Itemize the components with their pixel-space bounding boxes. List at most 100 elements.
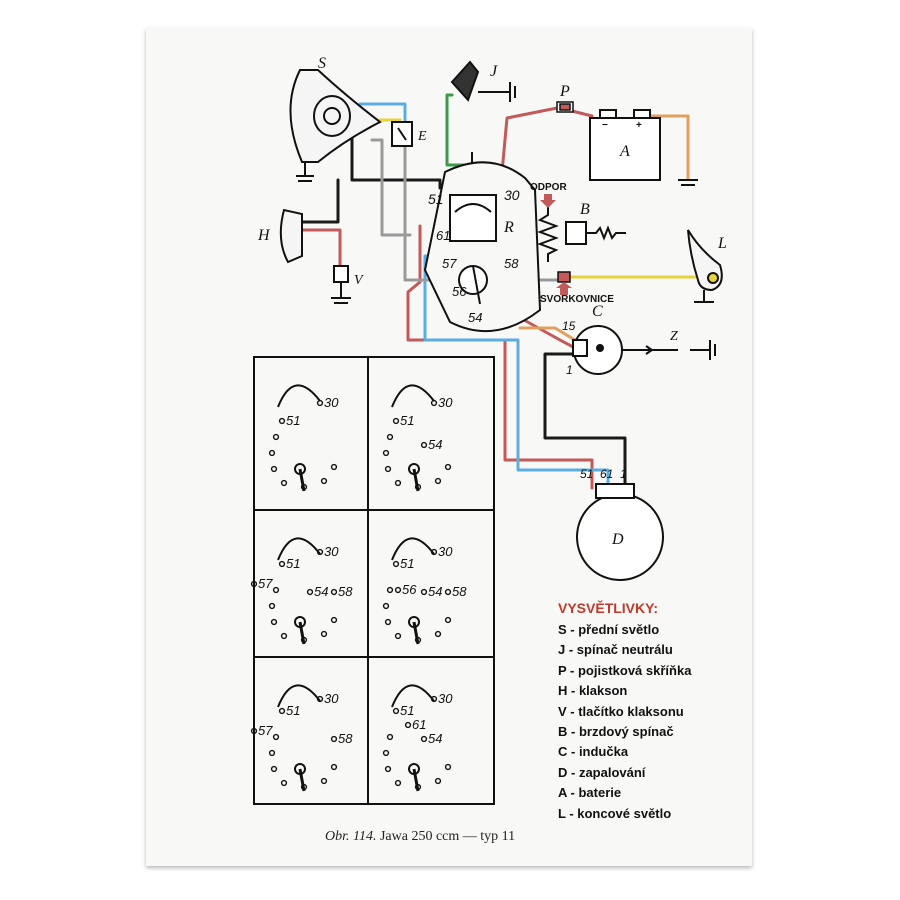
switch-contact-arc [391, 537, 435, 561]
contact-dot [420, 588, 428, 596]
wire-black-horn [298, 178, 340, 224]
switch-contact-arc [277, 684, 321, 708]
reg-terminal-30: 30 [504, 187, 520, 203]
contact-dot [386, 433, 394, 441]
wire-green-neutral [445, 93, 472, 167]
contact-dot [272, 586, 280, 594]
figure-caption: Obr. 114. Jawa 250 ccm — typ 11 [325, 829, 515, 845]
switch-panel-label: 51 [286, 413, 300, 428]
coil-terminal-1: 1 [566, 363, 573, 377]
wire-red-horn [298, 228, 342, 270]
contact-dot [278, 560, 286, 568]
wire-blue-distributor [423, 254, 610, 490]
legend-item: A - baterie [558, 785, 622, 801]
contact-dot [268, 749, 276, 757]
switch-panel-label: 58 [338, 731, 353, 746]
contact-dot [434, 630, 442, 638]
contact-dot [386, 733, 394, 741]
wire-black-headlight [350, 112, 442, 190]
legend: VYSVĚTLIVKY: S - přední světlo J - spína… [558, 600, 748, 824]
contact-dot [434, 477, 442, 485]
dist-terminal-51: 51 [580, 467, 593, 481]
switch-panel-label: 54 [428, 584, 442, 599]
switch-panel-label: 30 [324, 691, 339, 706]
switch-lever [412, 468, 420, 492]
contact-dot [306, 588, 314, 596]
battery [589, 109, 661, 181]
contact-dot [434, 777, 442, 785]
contact-dot [394, 479, 402, 487]
battery-minus: − [602, 120, 608, 131]
wire-blue-headlight [358, 102, 407, 122]
reg-terminal-58: 58 [504, 256, 519, 271]
contact-dot [270, 465, 278, 473]
legend-item: S - přední světlo [558, 622, 660, 637]
contact-dot [270, 618, 278, 626]
contact-dot [420, 441, 428, 449]
switch-lever [298, 468, 306, 492]
reg-terminal-61: 61 [436, 228, 450, 243]
legend-item: H - klakson [558, 683, 628, 699]
contact-dot [330, 588, 338, 596]
switch-contact-arc [277, 537, 321, 561]
contact-dot [272, 733, 280, 741]
contact-dot [278, 707, 286, 715]
switch-lever [298, 768, 306, 792]
switch-lever [412, 768, 420, 792]
switch-panel-label: 57 [258, 576, 273, 591]
legend-item: C - indučka [558, 744, 629, 760]
battery-plus: + [636, 120, 642, 131]
contact-dot [320, 477, 328, 485]
switch-panel-label: 30 [438, 544, 453, 559]
switch-panel-label: 30 [438, 691, 453, 706]
switch-contact-arc [277, 384, 321, 408]
label-R: R [503, 219, 514, 236]
contact-dot [392, 560, 400, 568]
reg-terminal-57: 57 [442, 256, 457, 271]
contact-dot [394, 586, 402, 594]
switch-contact-arc [391, 684, 435, 708]
legend-item: L - koncové světlo [558, 805, 672, 821]
label-C: C [592, 303, 603, 320]
legend-item: B - brzdový spínač [558, 724, 674, 740]
switch-panel-label: 30 [438, 395, 453, 410]
contact-dot [268, 602, 276, 610]
reg-terminal-56: 56 [452, 284, 467, 299]
horn [279, 208, 303, 264]
contact-dot [444, 763, 452, 771]
legend-item: P - pojistková skříňka [558, 662, 692, 678]
switch-panel-label: 30 [324, 544, 339, 559]
label-P: P [559, 83, 570, 100]
horn-button [331, 265, 351, 304]
regulator [423, 152, 542, 333]
headlight [289, 69, 382, 182]
contact-dot [320, 777, 328, 785]
dimmer-switch [391, 121, 413, 147]
contact-dot [392, 417, 400, 425]
contact-dot [430, 399, 438, 407]
contact-dot [420, 735, 428, 743]
label-svorkovnice: SVORKOVNICE [540, 294, 614, 305]
legend-item: V - tlačítko klaksonu [558, 703, 684, 719]
contact-dot [394, 779, 402, 787]
wire-orange-battery [648, 114, 690, 180]
contact-dot [382, 449, 390, 457]
contact-dot [250, 727, 258, 735]
contact-dot [382, 602, 390, 610]
contact-dot [330, 463, 338, 471]
neutral-switch [450, 60, 516, 102]
distributor [576, 483, 664, 581]
terminal-block-arrow [556, 282, 572, 295]
switch-contact-arc [391, 384, 435, 408]
switch-panel-label: 54 [428, 731, 442, 746]
contact-dot [430, 548, 438, 556]
contact-dot [268, 449, 276, 457]
contact-dot [278, 417, 286, 425]
legend-list: S - přední světlo J - spínač neutrálu P … [558, 620, 748, 824]
contact-dot [384, 765, 392, 773]
label-S: S [318, 55, 326, 72]
